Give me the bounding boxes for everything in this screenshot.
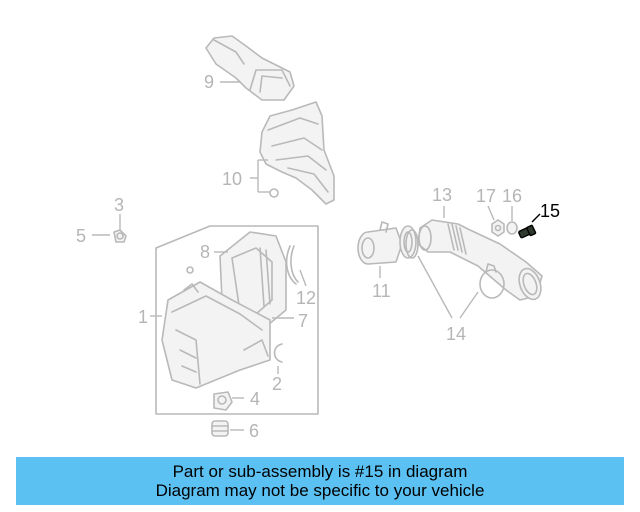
part-3-fastener (113, 229, 127, 243)
part-13-intake-hose (417, 219, 543, 301)
callout-9: 9 (204, 72, 214, 92)
part-7-lower-box (161, 266, 271, 389)
callout-7: 7 (298, 311, 308, 331)
banner-line-2: Diagram may not be specific to your vehi… (155, 481, 485, 500)
part-4-grommet (213, 391, 233, 411)
part-14-clamps (405, 229, 505, 299)
parts-diagram: 9 10 3 5 1 8 7 (76, 35, 560, 441)
callout-3: 3 (114, 195, 124, 215)
part-12-clip (285, 245, 299, 285)
part-2-hook (273, 343, 283, 363)
callout-14: 14 (446, 324, 466, 344)
info-banner: Part or sub-assembly is #15 in diagram D… (16, 457, 624, 505)
part-1-housing-outline (155, 225, 319, 415)
part-11-maf-sensor (357, 221, 403, 265)
callout-2: 2 (272, 374, 282, 394)
callout-13: 13 (432, 185, 452, 205)
callout-16: 16 (502, 186, 522, 206)
callout-8: 8 (200, 242, 210, 262)
callout-11: 11 (372, 281, 391, 301)
callout-6: 6 (249, 421, 259, 441)
callout-4: 4 (250, 389, 260, 409)
part-9-air-duct (205, 35, 295, 101)
callout-5: 5 (76, 226, 86, 246)
part-15-bolt (518, 224, 537, 239)
callout-17: 17 (476, 186, 496, 206)
part-16-washer (506, 221, 518, 235)
part-17-nut (491, 219, 505, 237)
callout-12: 12 (296, 288, 316, 308)
part-10-bracket (259, 101, 335, 205)
part-6-bushing (211, 420, 229, 437)
callout-1: 1 (138, 307, 148, 327)
callout-10: 10 (222, 169, 242, 189)
banner-line-1: Part or sub-assembly is #15 in diagram (172, 462, 468, 481)
callout-15: 15 (540, 201, 560, 221)
